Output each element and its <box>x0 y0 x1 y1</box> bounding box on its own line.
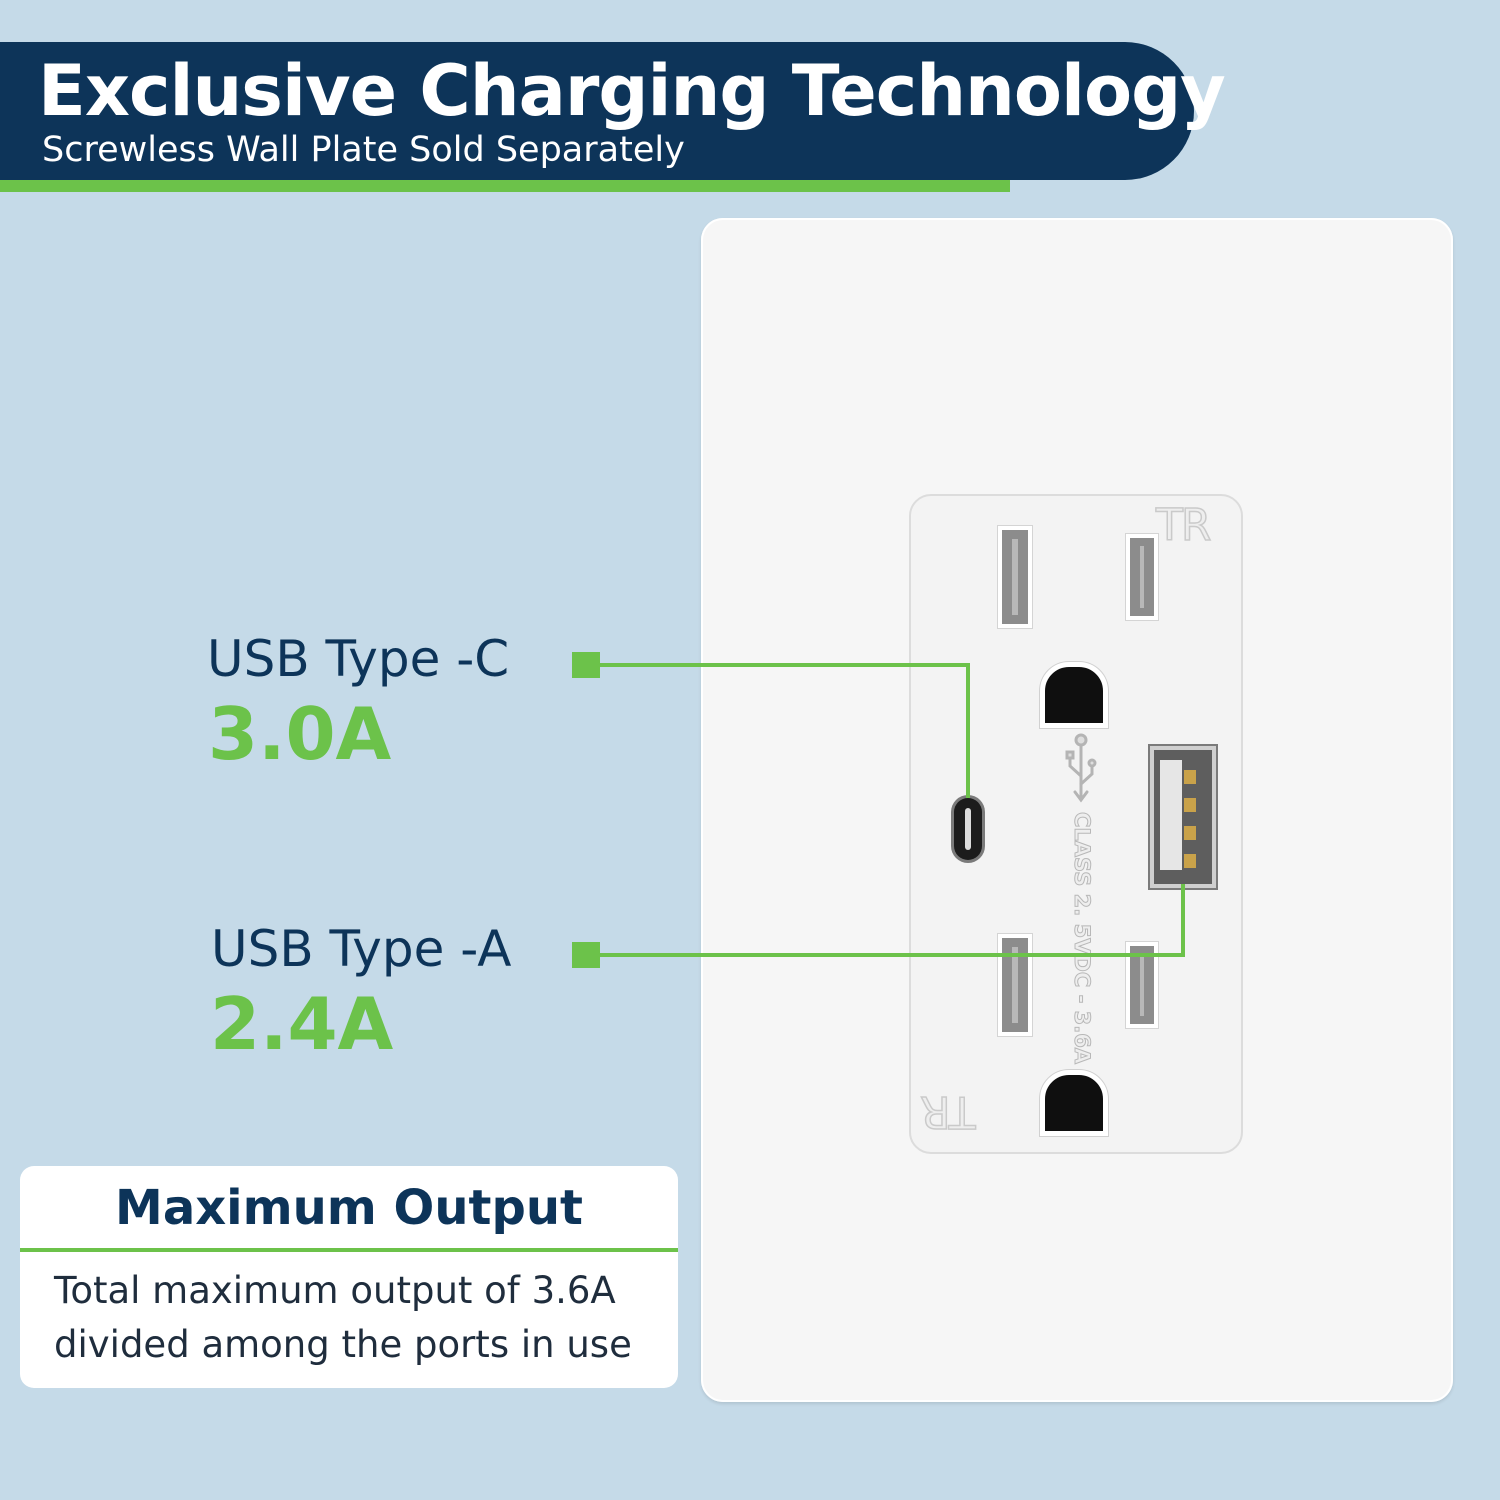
maximum-output-text: Total maximum output of 3.6A divided amo… <box>54 1264 674 1372</box>
usb-a-pin <box>1184 798 1196 812</box>
usb-c-amperage: 3.0A <box>208 692 392 776</box>
header-banner <box>0 42 1194 180</box>
maximum-output-line-1: Total maximum output of 3.6A <box>54 1269 616 1312</box>
usb-icon <box>1065 733 1097 803</box>
bottom-outlet-neutral-slot <box>998 934 1032 1036</box>
tamper-resistant-mark-top: TR <box>1155 499 1212 552</box>
top-outlet-neutral-slot <box>998 526 1032 628</box>
maximum-output-box: Maximum Output Total maximum output of 3… <box>20 1166 678 1388</box>
usb-a-callout-marker <box>572 942 600 968</box>
header-accent-stripe <box>0 180 1010 192</box>
usb-a-amperage: 2.4A <box>210 982 394 1066</box>
top-outlet-ground-hole <box>1040 662 1108 728</box>
usb-a-port-tongue <box>1160 760 1182 870</box>
usb-a-port <box>1150 746 1216 888</box>
outlet-rating-text: CLASS 2. 5VDC - 3.6A <box>1070 812 1095 1065</box>
usb-a-label: USB Type -A <box>211 920 512 978</box>
header-title: Exclusive Charging Technology <box>38 50 1226 132</box>
maximum-output-title: Maximum Output <box>115 1180 583 1236</box>
tamper-resistant-mark-bottom: TR <box>921 1085 976 1138</box>
usb-a-pin <box>1184 770 1196 784</box>
usb-c-label: USB Type -C <box>207 630 510 688</box>
usb-c-callout-marker <box>572 652 600 678</box>
bottom-outlet-ground-hole <box>1040 1070 1108 1136</box>
bottom-outlet-hot-slot <box>1126 942 1158 1028</box>
usb-a-pin <box>1184 854 1196 868</box>
usb-a-pin <box>1184 826 1196 840</box>
maximum-output-divider <box>20 1248 678 1252</box>
header-subtitle: Screwless Wall Plate Sold Separately <box>42 130 685 170</box>
usb-c-port <box>954 798 982 860</box>
maximum-output-line-2: divided among the ports in use <box>54 1323 632 1366</box>
top-outlet-hot-slot <box>1126 534 1158 620</box>
